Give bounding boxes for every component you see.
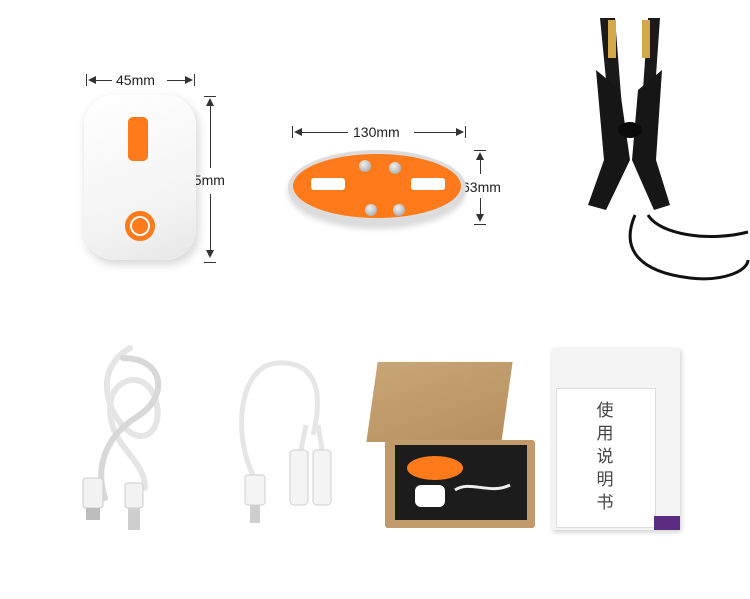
snap-button bbox=[393, 204, 405, 216]
manual-title: 使 用 说 明 书 bbox=[594, 400, 616, 515]
manual-title-char: 明 bbox=[596, 470, 614, 490]
electrode-pad bbox=[288, 150, 466, 225]
pad-orange-surface bbox=[293, 154, 461, 218]
device-unit bbox=[84, 95, 196, 260]
snap-button bbox=[389, 162, 401, 174]
box-lid bbox=[366, 362, 513, 442]
manual-title-char: 书 bbox=[596, 493, 614, 513]
pad-width-label: 130mm bbox=[353, 124, 400, 140]
box-contents bbox=[407, 456, 511, 507]
device-power-button bbox=[125, 211, 155, 241]
manual-title-char: 用 bbox=[596, 424, 614, 444]
snap-button bbox=[365, 204, 377, 216]
usb-cable bbox=[82, 345, 162, 530]
manual-title-char: 使 bbox=[596, 401, 614, 421]
clip-with-cable bbox=[588, 18, 750, 281]
device-logo bbox=[128, 117, 148, 161]
device-width-label: 45mm bbox=[116, 72, 155, 88]
splitter-cable bbox=[239, 360, 332, 523]
manual-cover-page bbox=[556, 388, 656, 528]
manual-color-stripe bbox=[654, 516, 680, 530]
snap-button bbox=[359, 160, 371, 172]
manual-title-char: 说 bbox=[596, 447, 614, 467]
box-interior bbox=[395, 445, 527, 520]
pad-logo-right bbox=[411, 178, 445, 190]
pad-logo-left bbox=[311, 178, 345, 190]
pad-height-label: 63mm bbox=[462, 179, 501, 195]
